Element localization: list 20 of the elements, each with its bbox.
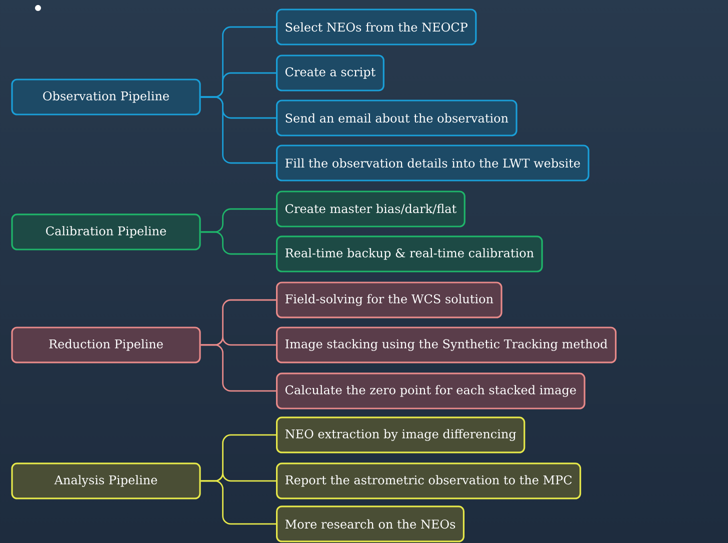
step-box: Create master bias/dark/flat [276,190,466,228]
step-box: Real-time backup & real-time calibration [276,236,543,272]
step-box: Calculate the zero point for each stacked image [276,372,586,410]
brace-line [200,231,276,255]
pipeline-box: Calibration Pipeline [11,214,201,250]
step-box: NEO extraction by image differencing [276,416,526,454]
step-box: Create a script [276,54,384,92]
brace-line [200,96,276,164]
step-box: More research on the NEOs [276,506,464,542]
step-box: Image stacking using the Synthetic Tracking method [276,326,617,364]
step-box: Report the astrometric observation to the MPC [276,462,582,500]
step-box: Send an email about the observation [276,100,518,136]
step-box: Field-solving for the WCS solution [276,282,502,318]
brace-line [200,344,276,392]
pipeline-box: Reduction Pipeline [11,326,201,364]
pipeline-box: Analysis Pipeline [11,462,201,500]
brace-line [200,480,276,525]
pipeline-box: Observation Pipeline [11,78,201,116]
step-box: Select NEOs from the NEOCP [276,8,477,46]
step-box: Fill the observation details into the LWT website [276,144,590,182]
